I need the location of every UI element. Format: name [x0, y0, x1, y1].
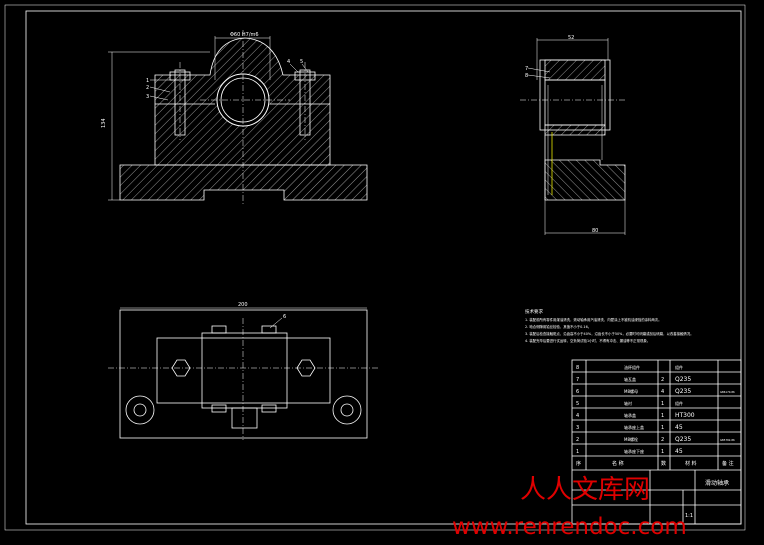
- svg-text:数: 数: [661, 460, 666, 467]
- note-4: 4. 装配完毕后要进行试运转，空负荷试验1小时，不得有冲击、漏油等不正常现象。: [525, 338, 650, 343]
- svg-text:4: 4: [661, 389, 664, 395]
- svg-text:1: 1: [661, 449, 664, 455]
- notes-heading: 技术要求: [525, 308, 543, 315]
- svg-text:3: 3: [576, 425, 579, 431]
- svg-text:Q235: Q235: [675, 376, 691, 383]
- callout-7: 7: [525, 66, 528, 72]
- bom-row-3: 3 轴承座上盖 1 45: [576, 424, 683, 431]
- bom-table: 8 油杯组件 组件 7 轴瓦盖 2 Q235 6 M8螺母 4 Q235 GB6…: [571, 359, 742, 525]
- svg-text:名 称: 名 称: [612, 460, 624, 467]
- svg-text:45: 45: [675, 424, 683, 431]
- callout-4: 4: [287, 59, 290, 65]
- callout-3: 3: [146, 94, 149, 100]
- callout-1: 1: [146, 78, 149, 84]
- callout-5: 5: [300, 59, 303, 65]
- svg-text:7: 7: [576, 377, 579, 383]
- technical-notes: 技术要求 1. 装配前所有零件用煤油清洗，滚动轴承用汽油清洗，内壁涂上不被机油浸…: [525, 308, 694, 343]
- svg-text:2: 2: [661, 437, 664, 443]
- front-height-dimension: 134: [101, 118, 107, 128]
- svg-text:2: 2: [576, 437, 579, 443]
- side-width-dimension: 52: [568, 35, 574, 41]
- inner-frame: [25, 10, 742, 525]
- drawing-scale: 1:1: [685, 513, 693, 519]
- svg-text:备 注: 备 注: [722, 460, 734, 467]
- svg-text:轴承盖: 轴承盖: [624, 412, 636, 418]
- svg-text:2: 2: [661, 377, 664, 383]
- svg-text:HT300: HT300: [675, 412, 695, 419]
- outer-frame: [4, 4, 746, 531]
- svg-text:组件: 组件: [675, 400, 683, 406]
- svg-text:轴衬: 轴衬: [624, 400, 632, 406]
- bom-row-4: 4 轴承盖 1 HT300: [576, 412, 695, 419]
- svg-text:序: 序: [576, 460, 581, 467]
- note-3: 3. 装配后检查接触斑点，沿齿高不小于40%，沿齿长不小于50%，必要时可研磨或…: [525, 331, 694, 336]
- note-1: 1. 装配前所有零件用煤油清洗，滚动轴承用汽油清洗，内壁涂上不被机油浸蚀的涂料两…: [525, 317, 662, 322]
- drawing-title: 滑动轴承: [705, 479, 729, 487]
- svg-text:Q235: Q235: [675, 388, 691, 395]
- plan-view: 200 6: [108, 302, 380, 440]
- svg-text:油杯组件: 油杯组件: [624, 364, 640, 370]
- front-bore-dimension: Φ60 H7/m6: [230, 32, 259, 38]
- svg-text:GB6170-86: GB6170-86: [720, 390, 735, 394]
- bom-row-7: 7 轴瓦盖 2 Q235: [576, 376, 691, 383]
- svg-text:8: 8: [576, 365, 579, 371]
- svg-text:4: 4: [576, 413, 579, 419]
- svg-text:轴承座上盖: 轴承座上盖: [624, 424, 644, 430]
- watermark-url: www.renrendoc.com: [452, 514, 687, 540]
- svg-text:GB5782-86: GB5782-86: [720, 438, 735, 442]
- svg-text:1: 1: [661, 401, 664, 407]
- bom-row-6: 6 M8螺母 4 Q235 GB6170-86: [576, 388, 735, 395]
- bom-row-1: 1 轴承座下座 1 45: [576, 448, 683, 455]
- svg-text:材 料: 材 料: [685, 460, 697, 467]
- bom-row-5: 5 轴衬 1 组件: [576, 400, 683, 407]
- plan-width-dimension: 200: [238, 302, 248, 308]
- bom-row-2: 2 M8螺栓 2 Q235 GB5782-86: [576, 436, 735, 443]
- side-view: 52 80 7 8: [520, 35, 626, 235]
- svg-text:1: 1: [661, 425, 664, 431]
- callout-8: 8: [525, 73, 528, 79]
- watermark-site-name: 人人文库网: [520, 475, 650, 505]
- bom-row-8: 8 油杯组件 组件: [576, 364, 683, 371]
- svg-text:轴瓦盖: 轴瓦盖: [624, 376, 636, 382]
- svg-text:1: 1: [576, 449, 579, 455]
- svg-text:Q235: Q235: [675, 436, 691, 443]
- svg-text:组件: 组件: [675, 364, 683, 370]
- callout-2: 2: [146, 85, 149, 91]
- svg-text:5: 5: [576, 401, 579, 407]
- svg-text:45: 45: [675, 448, 683, 455]
- side-base-dimension: 80: [592, 228, 598, 234]
- svg-text:6: 6: [576, 389, 579, 395]
- front-view: Φ60 H7/m6 134 1 2 3 4 5: [101, 30, 368, 205]
- callout-6: 6: [283, 314, 286, 320]
- svg-text:M8螺栓: M8螺栓: [624, 436, 638, 442]
- svg-text:轴承座下座: 轴承座下座: [624, 448, 644, 454]
- note-2: 2. 啮合侧隙用铅丝检验，其值不小于0.16。: [525, 324, 591, 329]
- svg-text:1: 1: [661, 413, 664, 419]
- svg-text:M8螺母: M8螺母: [624, 388, 638, 394]
- bom-header-row: 序 名 称 数 材 料 备 注: [576, 460, 734, 467]
